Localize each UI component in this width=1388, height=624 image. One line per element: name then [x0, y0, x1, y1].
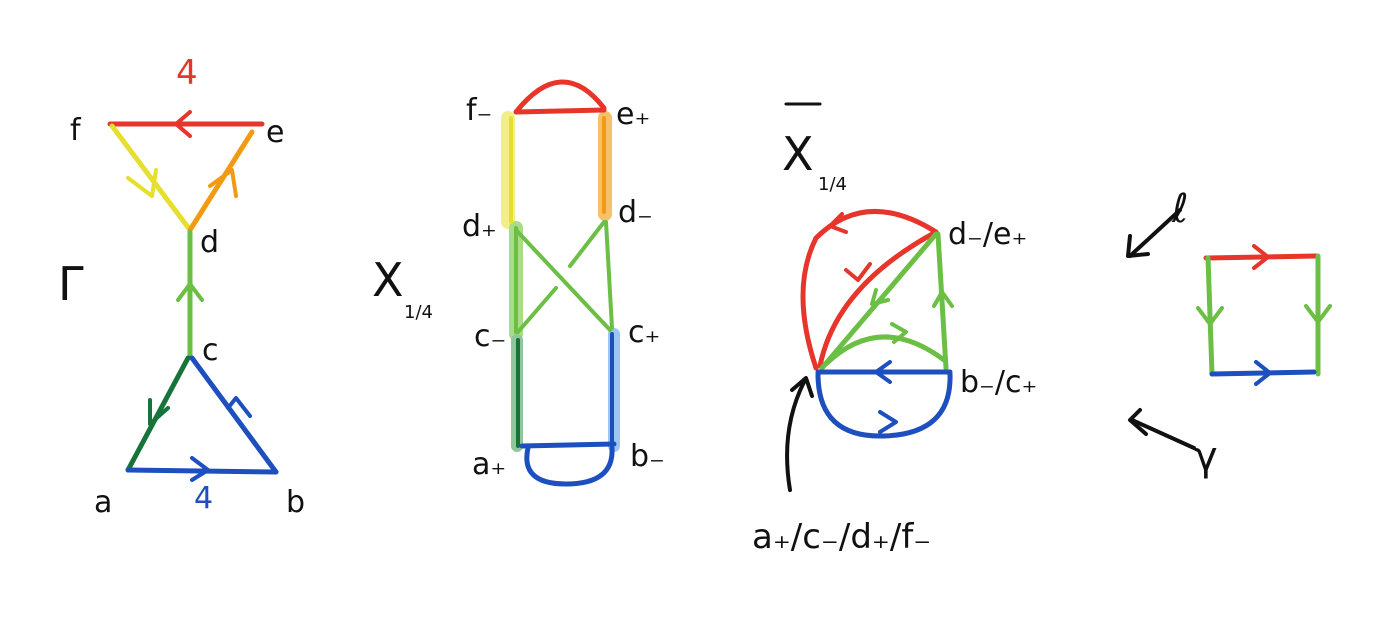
blue-chord-bottom	[519, 441, 617, 449]
square-top	[1203, 253, 1319, 261]
arrow-d-e	[208, 168, 238, 198]
edge-d-e	[187, 129, 255, 233]
label-bottom-left: a₊/c₋/d₊/f₋	[752, 517, 931, 557]
gamma-arrow-head	[1128, 408, 1148, 436]
red-arc-inner	[817, 229, 939, 369]
vertex-label-c: c	[202, 333, 219, 368]
x-quarter-symbol: X	[372, 253, 404, 307]
green-arrow-right	[932, 290, 954, 308]
red-arrow-inner	[844, 262, 872, 282]
pointer-arrowhead	[790, 376, 814, 398]
xbar-subscript: 1/4	[818, 174, 847, 195]
gamma-symbol: Γ	[58, 257, 84, 311]
pointer-arrow	[785, 380, 806, 492]
green-strand-right	[604, 220, 614, 330]
label-e-plus: e₊	[616, 97, 650, 132]
edge-c-a	[125, 355, 191, 473]
graph-gamma: 4 4 f e d c a b Γ	[58, 53, 305, 520]
gamma-arrow-line	[1130, 418, 1196, 450]
ell-arrow-line	[1128, 208, 1182, 258]
arrow-a-b	[190, 456, 210, 482]
square-top-arrow	[1252, 244, 1270, 270]
arrow-f-d	[126, 168, 158, 198]
graph-xbar-quarter: X 1/4 d₋/e₊ b₋/c₊ a₊/c₋/d₊/f₋	[752, 102, 1037, 557]
xbar-symbol: X	[782, 127, 814, 181]
vertex-label-d: d	[200, 225, 219, 260]
label-a-plus: a₊	[472, 447, 506, 482]
square-bottom	[1209, 369, 1317, 377]
label-d-minus: d₋	[618, 195, 653, 230]
ell-arrow-head	[1126, 234, 1150, 258]
red-arc-outer	[800, 209, 939, 371]
label-top-right: d₋/e₊	[948, 217, 1027, 252]
x-quarter-subscript: 1/4	[404, 302, 433, 323]
label-c-plus: c₊	[628, 315, 660, 350]
gamma-letter: γ	[1194, 434, 1218, 480]
vertex-label-e: e	[266, 115, 284, 150]
red-chord-top	[513, 107, 607, 115]
label-bottom-right: b₋/c₊	[960, 365, 1037, 400]
loop-square: ℓ γ	[1126, 186, 1332, 480]
red-arc-top	[513, 79, 607, 115]
edge-a-b	[125, 467, 279, 475]
label-c-minus: c₋	[474, 319, 506, 354]
label-b-minus: b₋	[630, 439, 665, 474]
green-arrow-mid	[890, 322, 908, 344]
graph-x-quarter: f₋ e₊ d₊ d₋ c₋ c₊ a₊ b₋ X 1/4	[372, 79, 665, 487]
ell-letter: ℓ	[1171, 186, 1189, 232]
green-cross-2b	[516, 286, 558, 334]
gamma-edge-weight-top: 4	[176, 53, 198, 93]
vertex-label-a: a	[94, 485, 112, 520]
blue-arc-bottom	[524, 445, 615, 487]
green-arrow-diag	[870, 288, 890, 306]
red-arrow-outer	[828, 212, 848, 234]
blue-arrow-arc	[878, 410, 898, 434]
green-middle-arc	[823, 334, 947, 367]
square-left	[1205, 255, 1215, 377]
vertex-label-f: f	[70, 113, 82, 148]
square-left-arrow	[1196, 306, 1224, 326]
square-right-arrow	[1304, 304, 1332, 324]
edge-b-c	[189, 355, 279, 475]
arrow-c-a	[148, 398, 170, 426]
green-cross-1	[514, 228, 612, 332]
arrow-c-d	[176, 282, 204, 302]
blue-arrow-chord	[874, 360, 892, 384]
blue-arc	[815, 371, 953, 439]
arrow-e-f	[174, 110, 192, 138]
square-bottom-arrow	[1254, 360, 1272, 386]
green-cross-2a	[568, 220, 606, 268]
gamma-edge-weight-bottom: 4	[194, 481, 213, 516]
label-d-plus: d₊	[462, 209, 497, 244]
edge-f-d	[109, 123, 193, 233]
label-f-minus: f₋	[466, 93, 492, 128]
vertex-label-b: b	[286, 485, 305, 520]
arrow-b-c	[226, 396, 252, 418]
green-right-edge	[935, 231, 949, 371]
